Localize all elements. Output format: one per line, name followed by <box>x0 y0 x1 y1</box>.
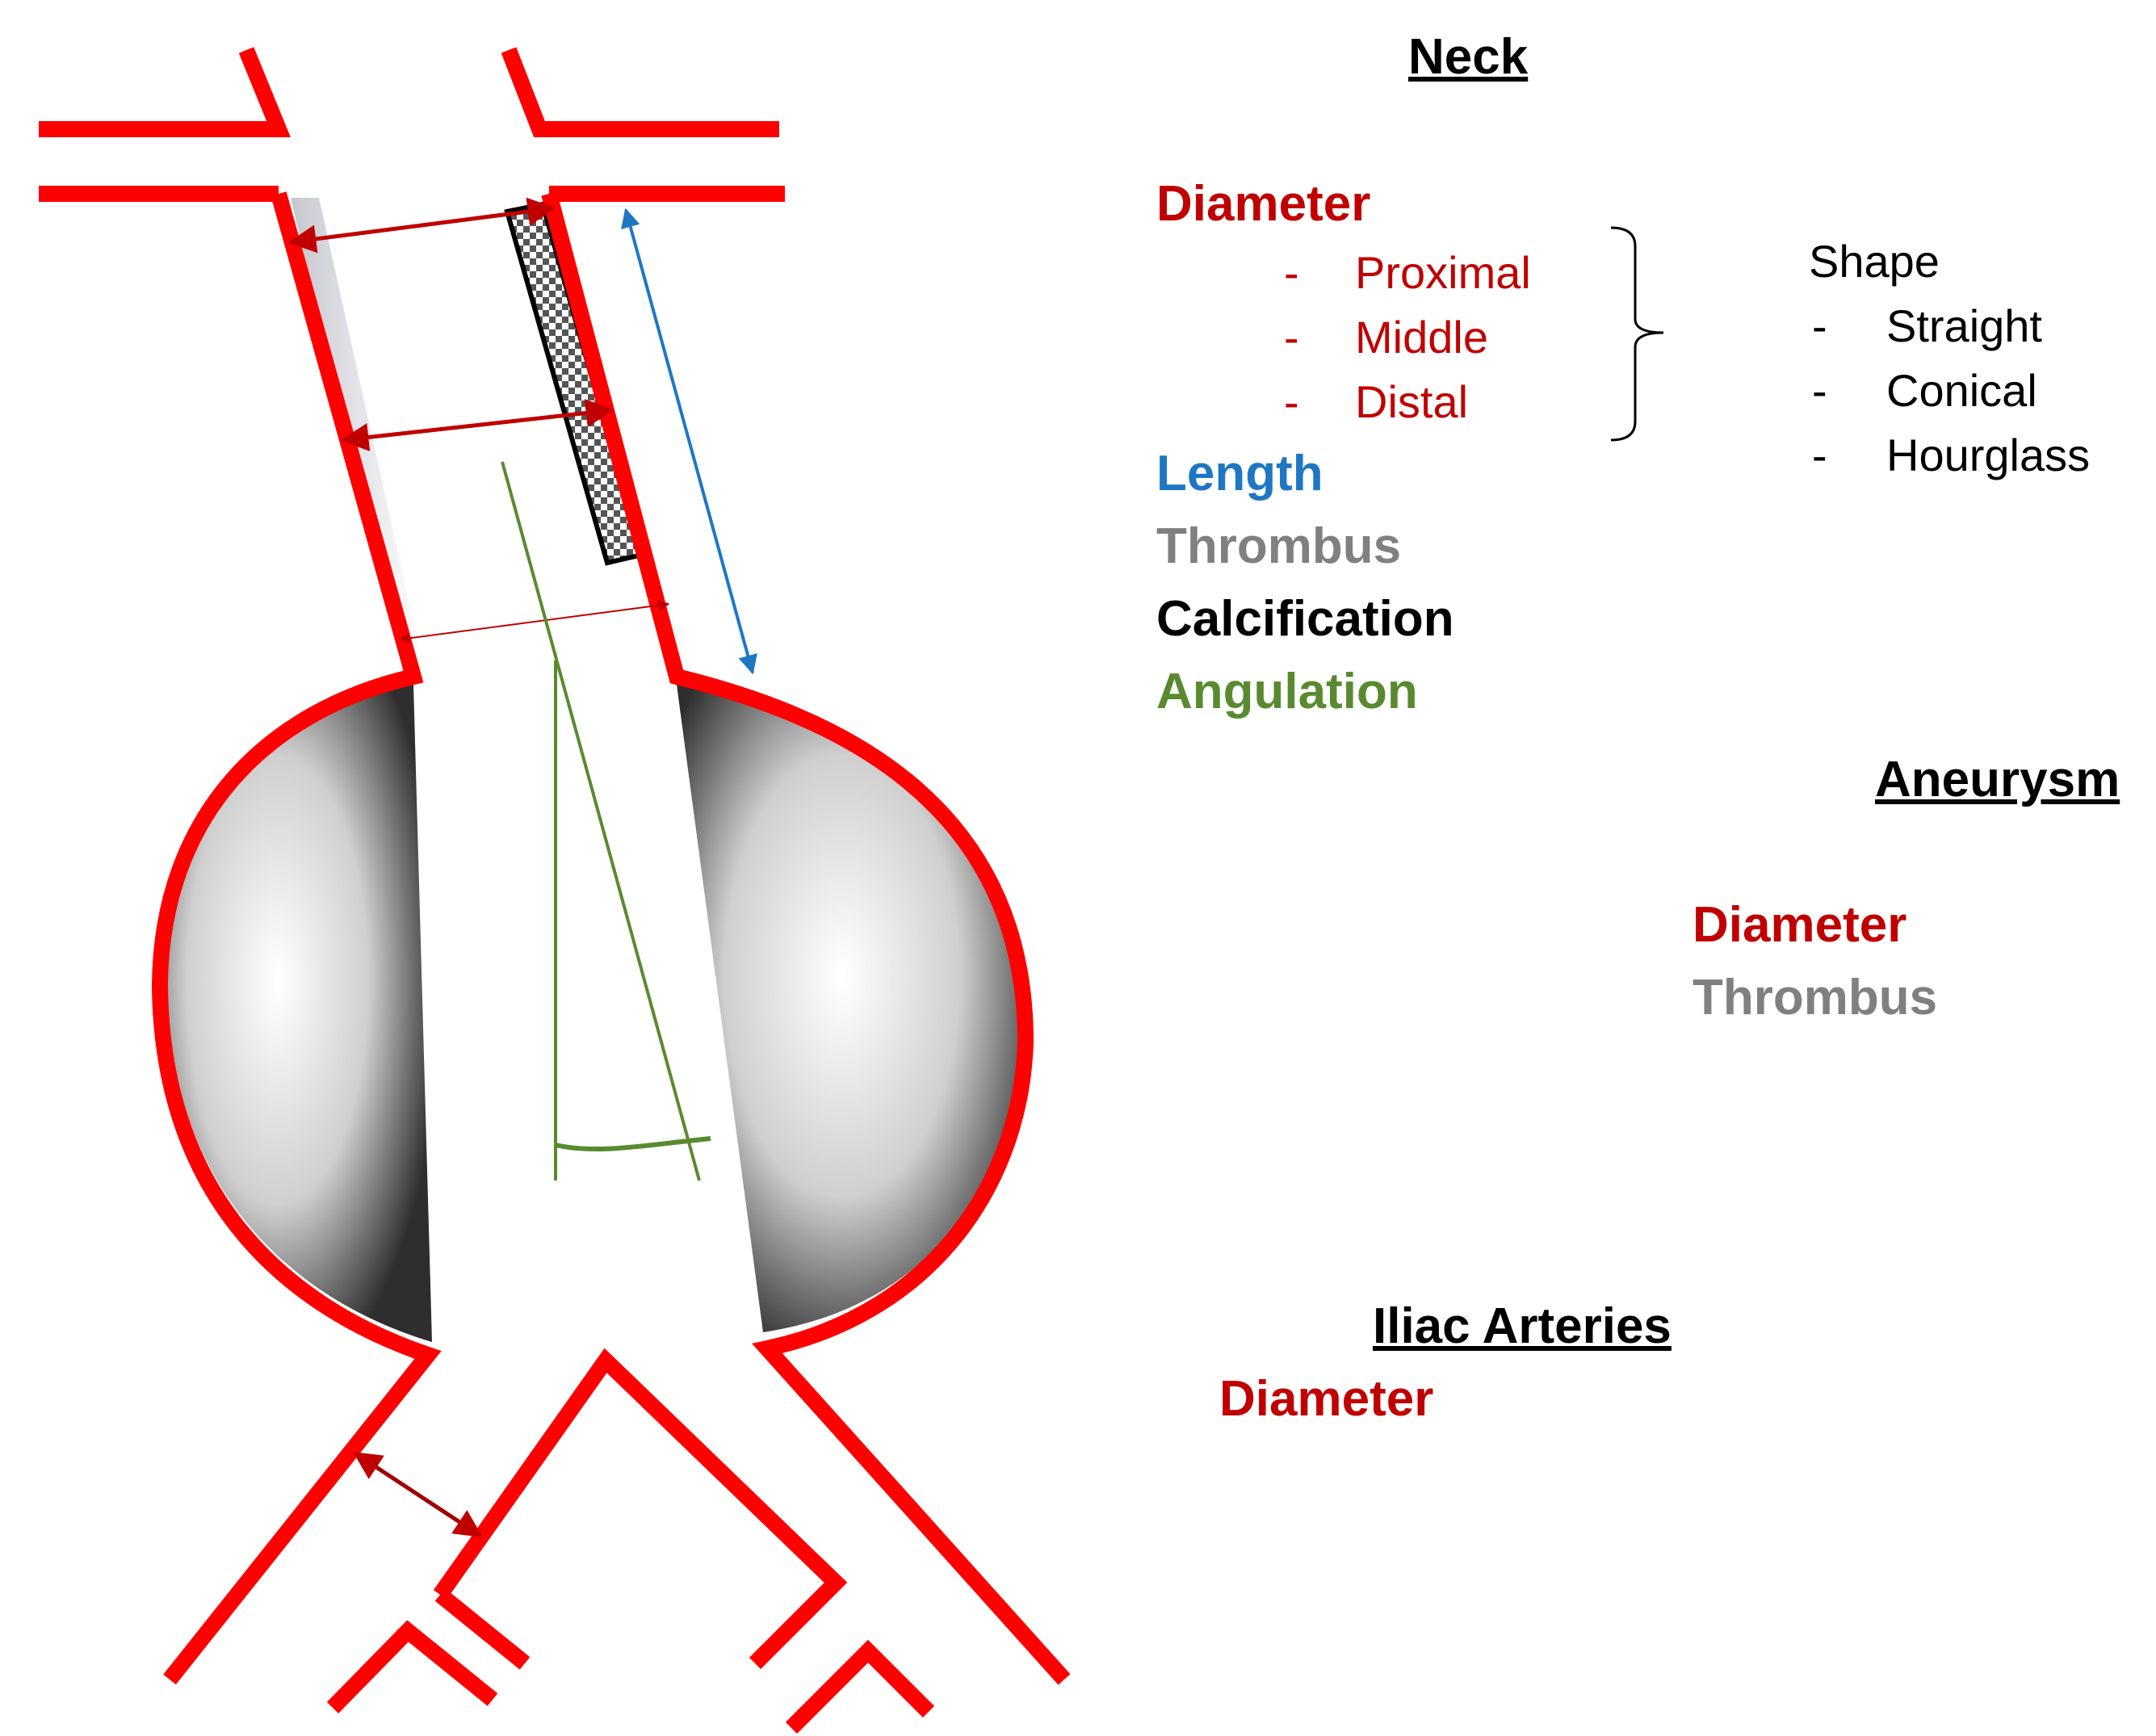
aneurysm-heading: Aneurysm <box>1875 752 2120 807</box>
angulation-lines <box>501 461 711 1181</box>
distal-diameter-arrow <box>398 599 670 644</box>
middle-diameter-arrow <box>340 399 615 451</box>
iliac-heading: Iliac Arteries <box>1373 1298 1672 1354</box>
aneurysm-thrombus-right <box>677 685 1021 1332</box>
neck-heading: Neck <box>1408 29 1529 85</box>
shape-title: Shape <box>1809 236 1940 287</box>
aneurysm-thrombus-left <box>166 685 432 1342</box>
list-dash: - <box>1284 376 1299 427</box>
aneurysm-thrombus-label: Thrombus <box>1693 970 1938 1025</box>
neck-length-label: Length <box>1156 446 1323 501</box>
list-dash: - <box>1812 365 1827 416</box>
diameter-item-proximal: Proximal <box>1355 247 1531 298</box>
diameter-item-middle: Middle <box>1355 312 1488 363</box>
neck-thrombus <box>291 198 424 674</box>
iliac-diameter-arrow <box>353 1451 483 1538</box>
aneurysm-diameter-label: Diameter <box>1693 897 1907 953</box>
vessel-walls <box>39 47 1071 1734</box>
neck-calcification <box>504 201 645 566</box>
iliac-diameter-label: Diameter <box>1219 1371 1434 1427</box>
diameter-item-distal: Distal <box>1355 376 1469 427</box>
list-dash: - <box>1812 300 1827 351</box>
diameter-items-bracket <box>1610 226 1664 442</box>
neck-diameter-label: Diameter <box>1156 176 1371 232</box>
neck-length-arrow <box>621 208 757 675</box>
shape-item-hourglass: Hourglass <box>1886 430 2091 480</box>
proximal-diameter-arrow <box>287 197 556 254</box>
neck-angulation-label: Angulation <box>1156 664 1418 719</box>
shape-item-straight: Straight <box>1886 300 2042 351</box>
shape-item-conical: Conical <box>1886 365 2037 416</box>
list-dash: - <box>1812 430 1827 480</box>
list-dash: - <box>1284 247 1299 298</box>
neck-thrombus-label: Thrombus <box>1156 518 1402 574</box>
neck-calcification-label: Calcification <box>1156 591 1454 647</box>
list-dash: - <box>1284 312 1299 363</box>
